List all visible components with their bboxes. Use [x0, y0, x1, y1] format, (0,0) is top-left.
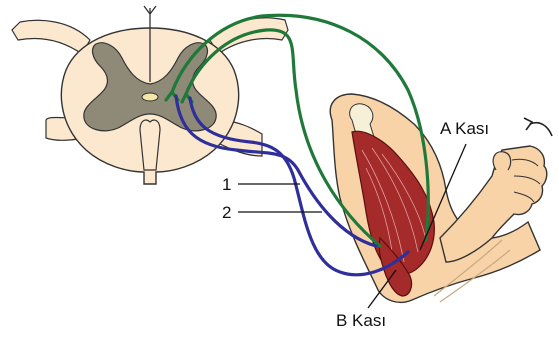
thumb	[493, 152, 510, 170]
label-pathway-1: 1	[222, 175, 231, 194]
curved-arrow-icon	[524, 118, 552, 136]
central-canal	[142, 93, 158, 101]
label-muscle-a: A Kası	[440, 119, 489, 138]
anterior-median-fissure	[140, 120, 160, 170]
label-pathway-2: 2	[222, 203, 231, 222]
arm	[330, 94, 547, 302]
label-muscle-b: B Kası	[336, 311, 386, 330]
dorsal-root-left	[12, 20, 90, 54]
